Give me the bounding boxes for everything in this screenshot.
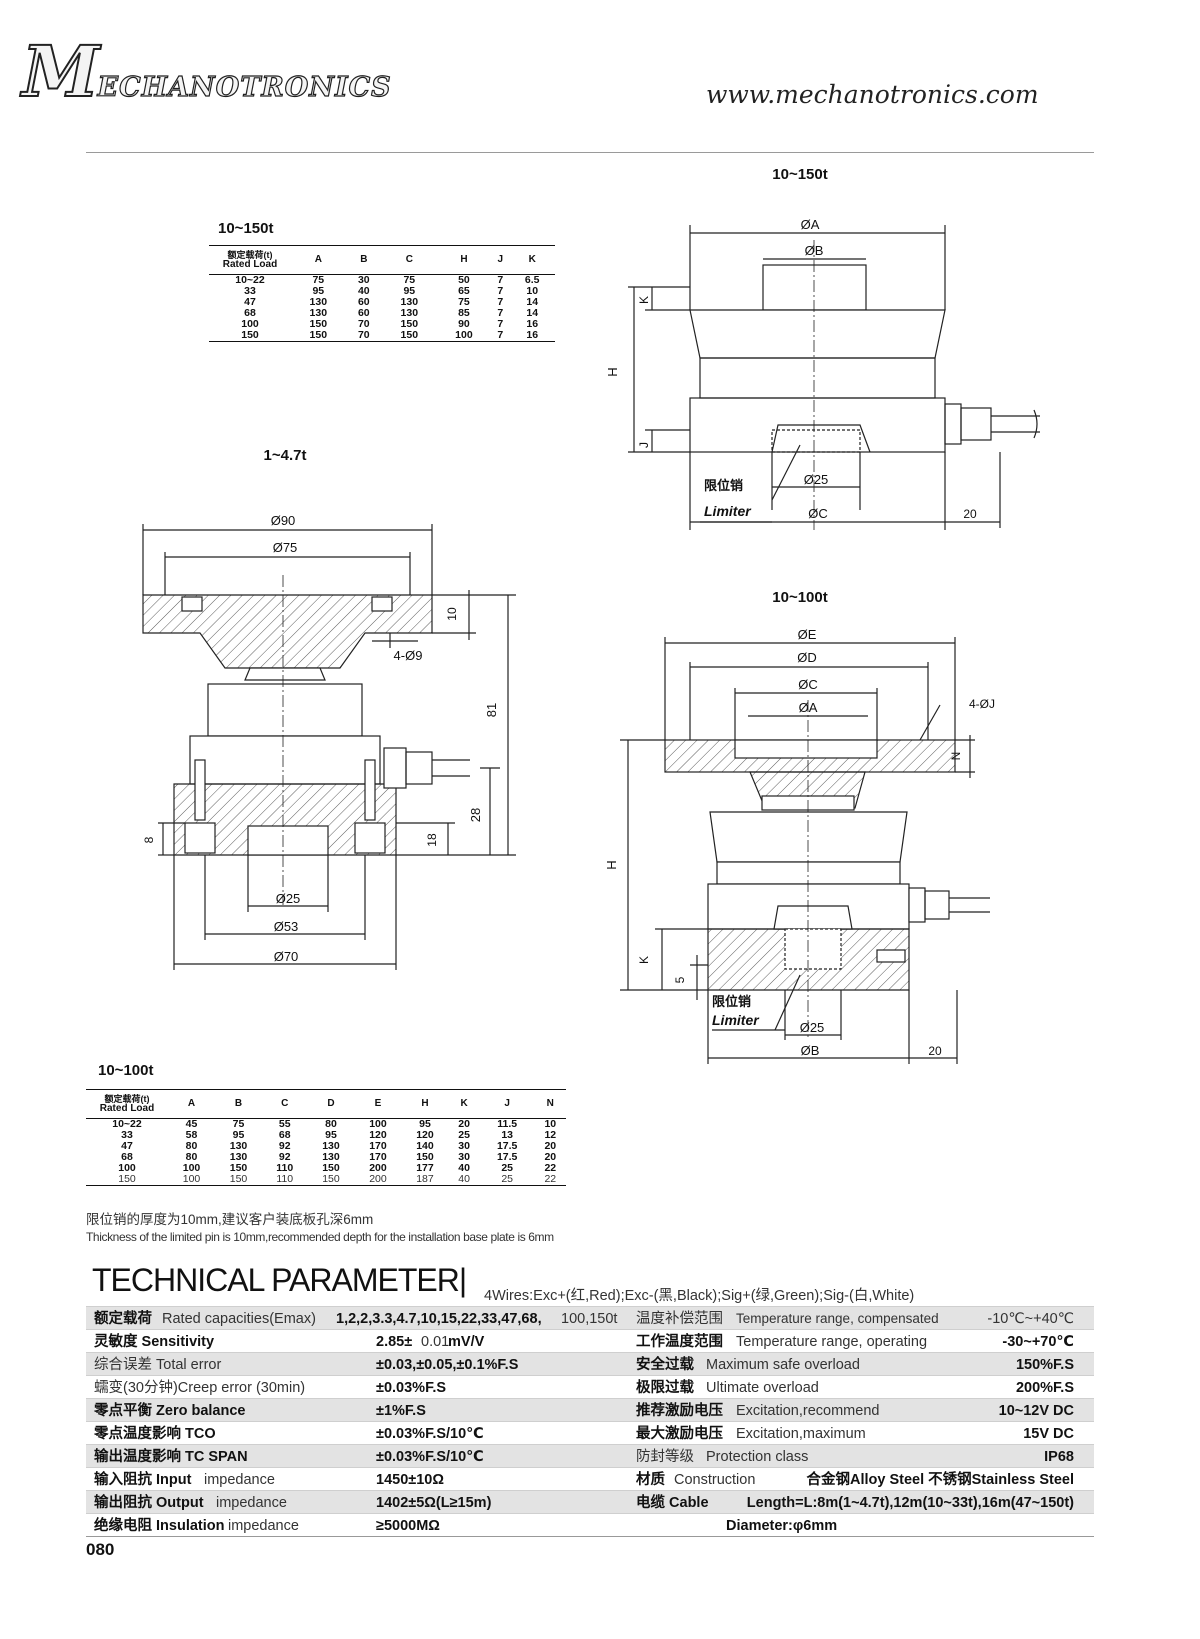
table-150-head-load: 额定载荷(t)Rated Load	[209, 245, 291, 275]
table-100-head-load: 额定载荷(t)Rated Load	[86, 1089, 168, 1119]
logo-rest: ECHANOTRONICS	[97, 71, 392, 103]
drawing-title-10-150t: 10~150t	[772, 166, 827, 183]
col-head: J	[479, 1089, 535, 1119]
label-8: 8	[142, 836, 156, 843]
col-head: C	[262, 1089, 308, 1119]
label-5: 5	[673, 976, 687, 983]
col-head: N	[534, 1089, 566, 1119]
label-h2: H	[604, 860, 619, 869]
label-20-a: 20	[963, 507, 977, 521]
label-j: J	[637, 442, 651, 448]
limiter-cn-b: 限位销	[712, 994, 751, 1009]
label-10: 10	[445, 607, 459, 621]
label-phi-c: ØC	[808, 506, 828, 521]
col-head: D	[307, 1089, 355, 1119]
drawing-1-4.7t: 1~4.7t Ø90 Ø75 10 4-Ø9 81 28 18 8	[142, 447, 516, 970]
param-row: 综合误差 Total error ±0.03,±0.05,±0.1%F.S 安全…	[86, 1352, 1094, 1375]
col-head: H	[436, 245, 492, 275]
page-number: 080	[86, 1540, 115, 1559]
brand-logo: MECHANOTRONICS	[21, 29, 392, 114]
header-divider	[86, 152, 1094, 153]
label-4-phi9: 4-Ø9	[394, 648, 423, 663]
label-n: N	[949, 752, 963, 761]
col-head: B	[345, 245, 383, 275]
label-phi70: Ø70	[274, 949, 299, 964]
drawing-title-10-100t: 10~100t	[772, 589, 827, 606]
label-k: K	[637, 296, 651, 304]
table-100-title: 10~100t	[98, 1062, 154, 1079]
col-head: E	[354, 1089, 402, 1119]
col-head: K	[509, 245, 555, 275]
label-phi-d: ØD	[797, 650, 817, 665]
drawing-10-100t: 10~100t ØE ØD ØC ØA 4-ØJ N H K	[604, 589, 995, 1064]
label-k2: K	[637, 956, 651, 964]
wires-info: 4Wires:Exc+(红,Red);Exc-(黑,Black);Sig+(绿,…	[484, 1288, 915, 1304]
label-20-b: 20	[928, 1044, 942, 1058]
note-en: Thickness of the limited pin is 10mm,rec…	[86, 1230, 554, 1244]
limiter-en-a: Limiter	[704, 503, 752, 519]
col-head: C	[382, 245, 437, 275]
technical-title: TECHNICAL PARAMETER|	[92, 1262, 467, 1298]
label-phi75: Ø75	[273, 540, 298, 555]
label-phi90: Ø90	[271, 513, 296, 528]
col-head: A	[168, 1089, 215, 1119]
limiter-en-b: Limiter	[712, 1012, 760, 1028]
table-10-100t: 额定载荷(t)Rated Load A B C D E H K J N 10~2…	[86, 1089, 566, 1186]
col-head: K	[448, 1089, 480, 1119]
label-h: H	[605, 367, 620, 376]
param-row: 蠕变(30分钟)Creep error (30min) ±0.03%F.S 极限…	[86, 1375, 1094, 1398]
label-4-phi-j: 4-ØJ	[969, 697, 995, 711]
website-url[interactable]: www.mechanotronics.com	[706, 80, 1039, 109]
label-81: 81	[484, 703, 499, 717]
label-phi-c2: ØC	[798, 677, 818, 692]
table-150-title: 10~150t	[218, 220, 274, 237]
drawing-10-150t: 10~150t ØA ØB H K J Ø25 ØC	[605, 166, 1040, 530]
col-head: B	[215, 1089, 262, 1119]
drawing-title-1-4.7t: 1~4.7t	[264, 447, 307, 464]
col-head: H	[401, 1089, 449, 1119]
label-phi25-a: Ø25	[804, 472, 829, 487]
limiter-cn-a: 限位销	[704, 478, 743, 493]
note-cn: 限位销的厚度为10mm,建议客户装底板孔深6mm	[86, 1212, 374, 1227]
label-phi-b2: ØB	[801, 1043, 820, 1058]
label-phi-a: ØA	[801, 217, 820, 232]
col-head: J	[491, 245, 510, 275]
label-28: 28	[468, 808, 483, 822]
label-phi-e: ØE	[798, 627, 817, 642]
label-phi25-b: Ø25	[276, 891, 301, 906]
logo-initial: M	[21, 29, 100, 114]
label-18: 18	[425, 833, 439, 847]
label-phi25-c: Ø25	[800, 1020, 825, 1035]
label-phi53: Ø53	[274, 919, 299, 934]
col-head: A	[291, 245, 346, 275]
